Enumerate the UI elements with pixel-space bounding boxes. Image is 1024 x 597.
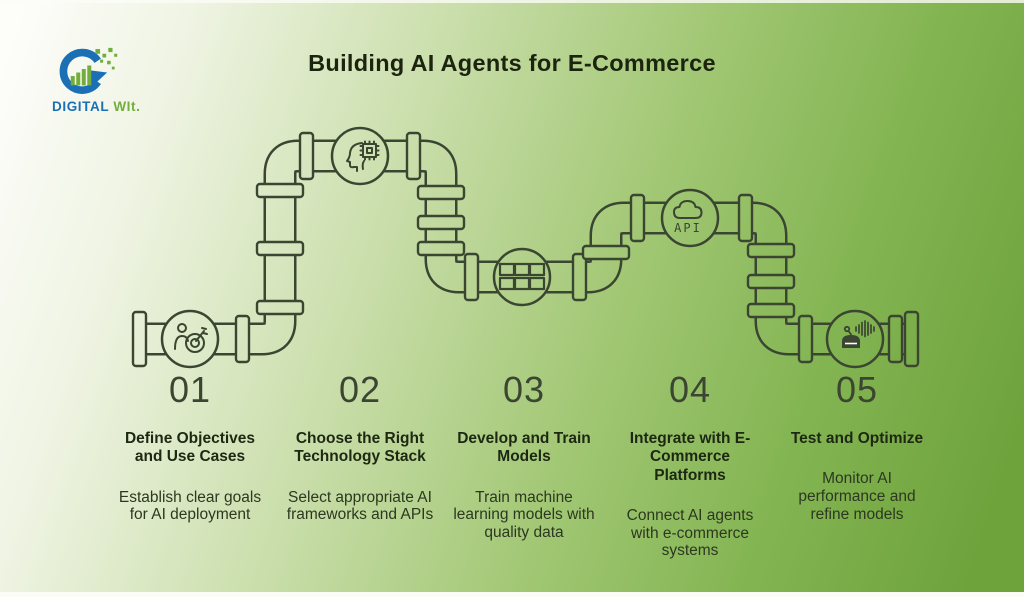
step-column-5: 05 Test and Optimize Monitor AI performa… (772, 370, 942, 524)
step-title: Test and Optimize (790, 430, 924, 447)
step-number: 05 (835, 369, 879, 410)
logo-pixels-icon (95, 47, 118, 70)
api-label: API (674, 221, 702, 235)
step-description: Select appropriate AI frameworks and API… (286, 488, 434, 524)
head-chip-icon (346, 140, 380, 172)
logo-arrow-icon (88, 70, 108, 87)
robot-sound-icon (842, 320, 875, 348)
step-title: Choose the Right Technology Stack (294, 430, 426, 466)
cloud-api-icon: API (673, 200, 703, 235)
top-edge-strip (0, 0, 1024, 3)
brand-name-primary: DIGITAL (52, 99, 109, 114)
pipe-endcap-right (903, 310, 920, 368)
step-column-2: 02 Choose the Right Technology Stack Sel… (275, 370, 445, 524)
step-title: Define Objectives and Use Cases (124, 430, 256, 466)
brand-logo: DIGITAL WIt. (48, 42, 178, 114)
grid-icon (498, 262, 546, 291)
step-title: Develop and Train Models (457, 430, 591, 466)
step-number: 01 (168, 369, 212, 410)
step-description: Train machine learning models with quali… (453, 488, 595, 542)
brand-name: DIGITAL WIt. (48, 99, 178, 114)
step-title: Integrate with E-Commerce Platforms (629, 430, 751, 484)
page-title: Building AI Agents for E-Commerce (308, 50, 716, 76)
step-number: 03 (502, 369, 546, 410)
step-description: Monitor AI performance and refine models (798, 470, 916, 523)
brand-name-secondary: WIt. (113, 99, 141, 114)
node-step-2 (330, 126, 390, 186)
pipe-flanges (131, 131, 920, 368)
digital-wit-logo (59, 47, 118, 94)
logo-bars-icon (70, 65, 92, 86)
step-number: 02 (338, 369, 382, 410)
node-step-1 (160, 309, 220, 369)
person-target-icon (174, 323, 208, 353)
step-description: Connect AI agents with e-commerce system… (626, 506, 754, 560)
step-description: Establish clear goals for AI deployment (118, 488, 262, 524)
step-column-4: 04 Integrate with E-Commerce Platforms C… (605, 370, 775, 560)
step-column-1: 01 Define Objectives and Use Cases Estab… (105, 370, 275, 524)
pipe-endcap-left (131, 310, 148, 368)
step-number: 04 (668, 369, 712, 410)
step-column-3: 03 Develop and Train Models Train machin… (439, 370, 609, 542)
bottom-edge-strip (0, 592, 1024, 597)
